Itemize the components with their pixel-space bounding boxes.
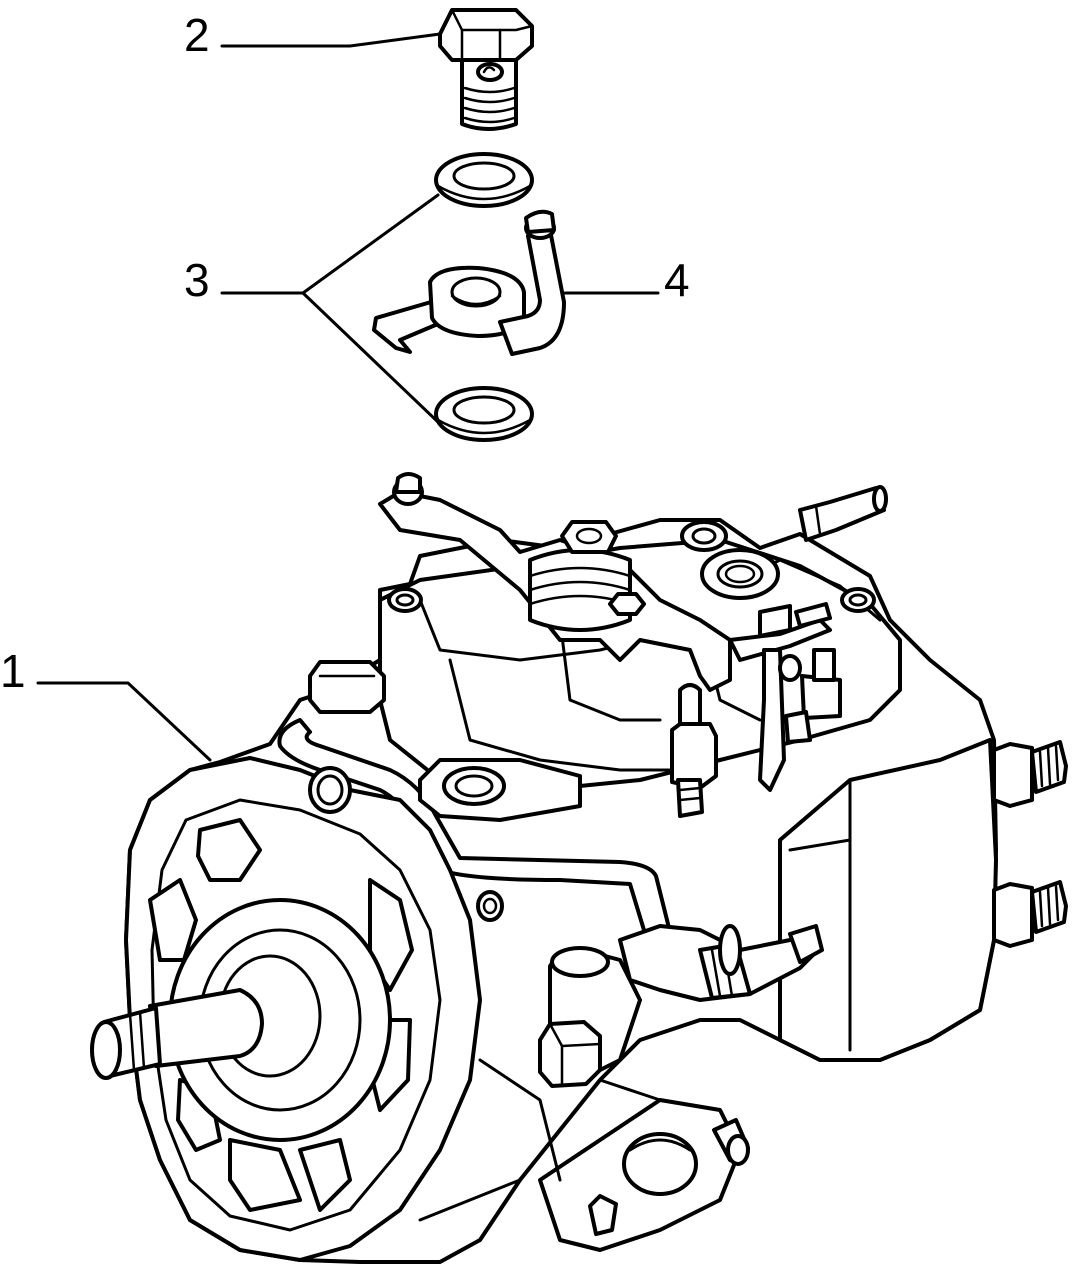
- leader-line-3b: [301, 291, 440, 424]
- callout-2: 2: [184, 9, 210, 61]
- leader-line-2: [220, 32, 442, 48]
- leader-lines: [36, 32, 660, 762]
- delivery-valve-holder-upper: [992, 740, 1068, 808]
- callout-3: 3: [184, 254, 210, 306]
- drive-shaft: [90, 988, 264, 1080]
- banjo-return-union: [372, 209, 566, 356]
- banjo-bolt: [438, 8, 534, 131]
- delivery-valve-holder-lower: [992, 880, 1068, 948]
- fuel-injection-pump: [90, 472, 1068, 1264]
- leader-line-3a: [220, 193, 440, 295]
- callout-4: 4: [664, 254, 690, 306]
- leader-line-1: [36, 681, 212, 762]
- sealing-washer-lower: [434, 386, 534, 442]
- callout-1: 1: [0, 645, 26, 697]
- sealing-washer-upper: [434, 152, 534, 208]
